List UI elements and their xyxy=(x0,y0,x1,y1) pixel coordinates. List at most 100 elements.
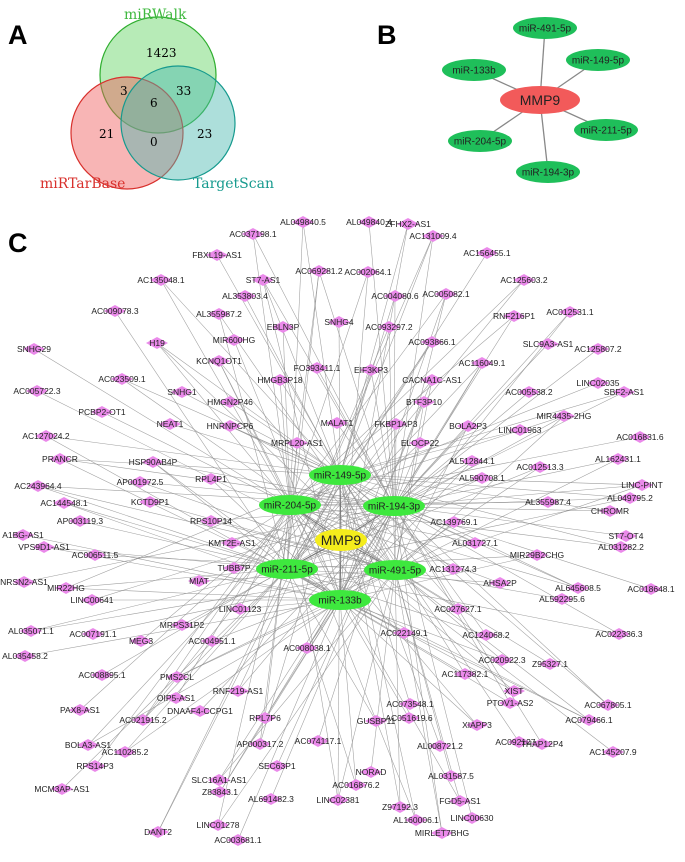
network-c-edge xyxy=(262,279,395,507)
network-c-edge xyxy=(124,599,341,753)
venn-count-mirtarbase-only: 21 xyxy=(99,127,114,141)
network-c-edge xyxy=(218,360,396,571)
network-c-edge xyxy=(388,326,396,571)
lncrna-node-ac093297-2 xyxy=(378,321,400,333)
lncrna-node-al008721-2 xyxy=(429,740,451,752)
lncrna-node-mir22hg xyxy=(55,582,77,594)
network-c-edge xyxy=(160,279,341,476)
network-c-edge xyxy=(393,497,631,507)
network-c-edge xyxy=(59,458,341,476)
lncrna-label-linc02035: LINC02035 xyxy=(576,378,619,388)
network-c-edge xyxy=(339,599,478,726)
lncrna-node-hnrnpcp6 xyxy=(219,420,241,432)
lncrna-node-fo393411-1 xyxy=(306,362,328,374)
lncrna-node-ac243964-4 xyxy=(27,480,49,492)
network-c-edge xyxy=(264,504,291,719)
network-c-edge xyxy=(286,568,357,786)
network-c-edge xyxy=(176,569,396,678)
lncrna-label-ac243964-4: AC243964.4 xyxy=(14,481,62,491)
lncrna-label-ac069281-2: AC069281.2 xyxy=(295,266,343,276)
lncrna-node-fkbp1ap3 xyxy=(385,418,407,430)
network-c-edge xyxy=(289,270,320,506)
lncrna-node-elocp22 xyxy=(409,437,431,449)
lncrna-label-ap003119-3: AP003119.3 xyxy=(57,516,103,526)
lncrna-node-xiapp3 xyxy=(466,719,488,731)
network-c-edge xyxy=(286,568,620,635)
lncrna-label-ac092127-1: AC092127.1 xyxy=(495,737,543,747)
lncrna-node-pcbp2-ot1 xyxy=(91,406,113,418)
network-c-edge xyxy=(370,369,395,507)
lncrna-node-rnf216p1 xyxy=(503,310,525,322)
network-c-edge xyxy=(393,458,619,507)
lncrna-node-al353803-4 xyxy=(234,290,256,302)
network-c-edge xyxy=(339,474,520,743)
lncrna-label-fo393411-1: FO393411.1 xyxy=(294,363,341,373)
lncrna-label-ac110285-2: AC110285.2 xyxy=(102,747,149,757)
lncrna-label-ac022336-3: AC022336.3 xyxy=(595,629,643,639)
lncrna-label-linc01123: LINC01123 xyxy=(219,604,262,614)
network-c-edge xyxy=(270,505,395,800)
network-c-edge xyxy=(124,568,288,753)
network-b-node-mir-194-3p xyxy=(516,161,580,183)
lncrna-node-ac007191-1 xyxy=(82,628,104,640)
network-b-node-mir-149-5p xyxy=(566,49,630,71)
network-c-edge xyxy=(336,422,395,507)
lncrna-node-al512844-1 xyxy=(461,455,483,467)
lncrna-node-al590708-1 xyxy=(471,472,493,484)
lncrna-label-ac020922-3: AC020922.3 xyxy=(478,655,526,665)
lncrna-node-z95327-1 xyxy=(539,658,561,670)
network-c-edge xyxy=(289,504,461,802)
network-b-label-mir-211-5p: miR-211-5p xyxy=(580,126,632,137)
mirna-label-mir-194-3p: miR-194-3p xyxy=(368,502,421,513)
lncrna-node-ac027627-1 xyxy=(447,603,469,615)
network-c-edge xyxy=(152,461,341,601)
lncrna-node-ac004080-6 xyxy=(384,290,406,302)
lncrna-label-al355987-4: AL355987.4 xyxy=(525,497,571,507)
network-c-edge xyxy=(393,505,487,636)
network-b-label-mir-491-5p: miR-491-5p xyxy=(519,24,572,35)
network-c-edge xyxy=(289,504,501,584)
network-c-edge xyxy=(393,315,515,507)
network-c-edge xyxy=(393,505,627,537)
lncrna-label-chromr: CHROMR xyxy=(591,506,629,516)
lncrna-node-ac092127-1 xyxy=(508,736,530,748)
network-c-edge xyxy=(393,505,652,590)
network-c-edge xyxy=(316,367,395,507)
lncrna-label-kmt2e-as1: KMT2E-AS1 xyxy=(208,538,256,548)
lncrna-label-h19: H19 xyxy=(149,338,165,348)
lncrna-label-z97192-3: Z97192.3 xyxy=(382,802,418,812)
lncrna-label-ptov1-as2: PTOV1-AS2 xyxy=(487,698,534,708)
lncrna-label-ac074117-1: AC074117.1 xyxy=(295,736,342,746)
lncrna-label-mcm3ap-as1: MCM3AP-AS1 xyxy=(34,784,90,794)
lncrna-node-linc01278 xyxy=(207,819,229,831)
lncrna-label-vps9d1-as1: VPS9D1-AS1 xyxy=(18,542,70,552)
lncrna-label-st7-ot4: ST7-OT4 xyxy=(609,531,644,541)
network-c-edge xyxy=(219,599,341,793)
network-c-edge xyxy=(152,461,395,507)
network-c-edge xyxy=(30,569,396,632)
lncrna-label-ac006511-5: AC006511.5 xyxy=(72,550,119,560)
lncrna-node-malat1 xyxy=(326,417,348,429)
lncrna-label-ac051619-6: AC051619.6 xyxy=(385,713,433,723)
network-c-edge xyxy=(289,504,339,801)
lncrna-node-neat1 xyxy=(159,418,181,430)
network-c-edge xyxy=(218,313,288,570)
lncrna-node-chromr xyxy=(599,505,621,517)
network-c-edge xyxy=(339,474,622,548)
lncrna-label-snhg4: SNHG4 xyxy=(324,317,354,327)
lncrna-node-ac093866-1 xyxy=(421,336,443,348)
mirna-network-b: miR-491-5pmiR-149-5pmiR-211-5pmiR-194-3p… xyxy=(442,17,638,183)
lncrna-label-nrsn2-as1: NRSN2-AS1 xyxy=(0,577,48,587)
lncrna-node-miat xyxy=(188,575,210,587)
lncrna-label-snhg1: SNHG1 xyxy=(167,387,197,397)
lncrna-label-hmgb3p18: HMGB3P18 xyxy=(257,375,303,385)
lncrna-label-ac093297-2: AC093297.2 xyxy=(365,322,413,332)
network-c-edge xyxy=(393,505,609,706)
network-c-edge xyxy=(233,505,395,569)
lncrna-label-ap000317-2: AP000317.2 xyxy=(237,739,284,749)
lncrna-label-al355987-2: AL355987.2 xyxy=(196,309,242,319)
lncrna-node-vps9d1-as1 xyxy=(33,541,55,553)
lncrna-label-pcbp2-ot1: PCBP2-OT1 xyxy=(78,407,126,417)
lncrna-node-ac012531-1 xyxy=(559,306,581,318)
